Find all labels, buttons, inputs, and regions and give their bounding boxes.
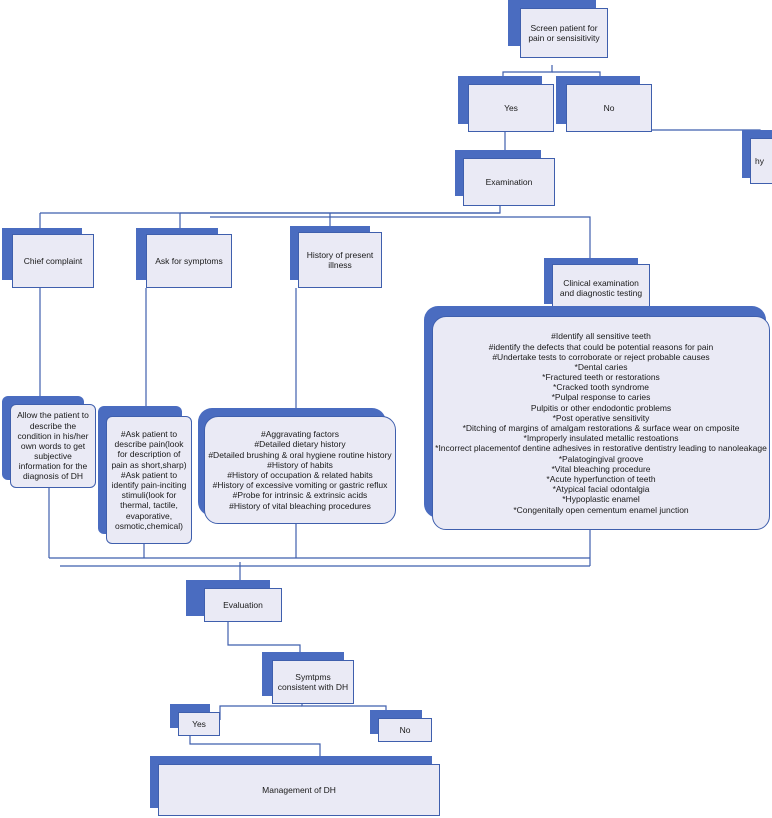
no-top-label: No — [603, 102, 615, 113]
box-face: #Ask patient to describe pain(look for d… — [106, 416, 192, 544]
box-face: Management of DH — [158, 764, 440, 816]
clinical-item: *Cracked tooth syndrome — [553, 382, 649, 393]
history-item: #History of vital bleaching procedures — [229, 500, 371, 511]
examination-label: Examination — [485, 176, 533, 187]
evaluation-label: Evaluation — [223, 599, 263, 610]
box-face: Ask for symptoms — [146, 234, 232, 288]
clinical-item: #Identify all sensitive teeth — [551, 331, 651, 342]
history-item: #History of excessive vomiting or gastri… — [212, 480, 388, 491]
box-face: History of present illness — [298, 232, 382, 288]
clinical-item: *Palatogingival groove — [558, 453, 644, 464]
clinical-exam-node: Clinical examination and diagnostic test… — [544, 258, 650, 314]
no-bottom-label: No — [399, 724, 411, 735]
chief-complaint-label: Chief complaint — [23, 255, 83, 266]
clinical-item: *Dental caries — [574, 361, 628, 372]
chief-complaint-node: Chief complaint — [2, 228, 94, 288]
history-item: #Detailed dietary history — [254, 439, 346, 450]
clinical-item: *Congenitally open cementum enamel junct… — [513, 504, 689, 515]
box-face: hy — [750, 138, 772, 184]
box-face: Chief complaint — [12, 234, 94, 288]
cut-off-label: hy — [755, 155, 764, 166]
connector — [227, 622, 301, 653]
screen-patient-node: Screen patient for pain or sensisitivity — [508, 0, 608, 60]
box-face: Evaluation — [204, 588, 282, 622]
history-item: #Aggravating factors — [261, 429, 339, 440]
clinical-item: *Atypical facial odontalgia — [552, 484, 650, 495]
no-bottom-node: No — [370, 710, 432, 742]
box-face: Examination — [463, 158, 555, 206]
examination-node: Examination — [455, 150, 555, 206]
connector — [219, 705, 302, 720]
clinical-item: *Fractured teeth or restorations — [542, 372, 660, 383]
clinical-item: *Incorrect placementof dentine adhesives… — [435, 443, 767, 454]
clinical-item: *Vital bleaching procedure — [551, 463, 651, 474]
clinical-exam-label: Clinical examination and diagnostic test… — [559, 277, 643, 298]
box-face: No — [566, 84, 652, 132]
history-item: #History of habits — [267, 459, 333, 470]
clinical-item: #identify the defects that could be pote… — [488, 341, 714, 352]
symptoms-consistent-label: Symtpms consistent with DH — [277, 671, 349, 692]
history-present-label: History of present illness — [306, 249, 374, 270]
management-node: Management of DH — [150, 756, 442, 818]
clinical-item: *Pulpal response to caries — [551, 392, 651, 403]
clinical-item: *Acute hyperfunction of teeth — [546, 473, 656, 484]
cut-off-node: hy — [742, 130, 772, 186]
management-label: Management of DH — [262, 784, 336, 795]
evaluation-node: Evaluation — [186, 580, 282, 624]
connector — [40, 208, 501, 214]
allow-patient-label: Allow the patient to describe the condit… — [17, 410, 89, 482]
symptoms-consistent-node: Symtpms consistent with DH — [262, 652, 354, 704]
clinical-item: #Undertake tests to corroborate or rejec… — [492, 351, 710, 362]
box-face: Symtpms consistent with DH — [272, 660, 354, 704]
screen-patient-label: Screen patient for pain or sensisitivity — [528, 22, 600, 43]
box-face: Yes — [178, 712, 220, 736]
clinical-item: Pulpitis or other endodontic problems — [530, 402, 672, 413]
connector — [210, 216, 591, 262]
history-present-node: History of present illness — [290, 226, 382, 288]
box-face: #Identify all sensitive teeth#identify t… — [432, 316, 770, 530]
yes-bottom-label: Yes — [192, 718, 206, 729]
no-top-node: No — [556, 76, 652, 132]
clinical-items-list: #Identify all sensitive teeth#identify t… — [435, 331, 767, 514]
box-face: #Aggravating factors#Detailed dietary hi… — [204, 416, 396, 524]
ask-symptoms-label: Ask for symptoms — [155, 255, 223, 266]
box-face: Clinical examination and diagnostic test… — [552, 264, 650, 312]
clinical-item: *Hypoplastic enamel — [562, 494, 640, 505]
history-item: #Detailed brushing & oral hygiene routin… — [208, 449, 392, 460]
connector — [189, 734, 321, 760]
box-face: Screen patient for pain or sensisitivity — [520, 8, 608, 58]
allow-patient-node: Allow the patient to describe the condit… — [2, 396, 96, 492]
ask-patient-label: #Ask patient to describe pain(look for d… — [111, 429, 187, 531]
ask-patient-node: #Ask patient to describe pain(look for d… — [98, 406, 192, 546]
clinical-item: *Ditching of margins of amalgam restorat… — [462, 423, 740, 433]
box-face: No — [378, 718, 432, 742]
yes-top-label: Yes — [504, 102, 518, 113]
box-face: Allow the patient to describe the condit… — [10, 404, 96, 488]
history-item: #Probe for intrinsic & extrinsic acids — [232, 490, 368, 501]
history-list-node: #Aggravating factors#Detailed dietary hi… — [198, 408, 396, 524]
ask-symptoms-node: Ask for symptoms — [136, 228, 232, 288]
history-items-list: #Aggravating factors#Detailed dietary hi… — [208, 429, 391, 511]
yes-bottom-node: Yes — [170, 704, 220, 736]
clinical-item: *Post operative sensitivity — [552, 412, 650, 423]
yes-top-node: Yes — [458, 76, 554, 132]
history-item: #History of occupation & related habits — [227, 470, 373, 480]
box-face: Yes — [468, 84, 554, 132]
clinical-item: *Improperly insulated metallic restoatio… — [523, 433, 679, 444]
clinical-list-node: #Identify all sensitive teeth#identify t… — [424, 306, 772, 530]
